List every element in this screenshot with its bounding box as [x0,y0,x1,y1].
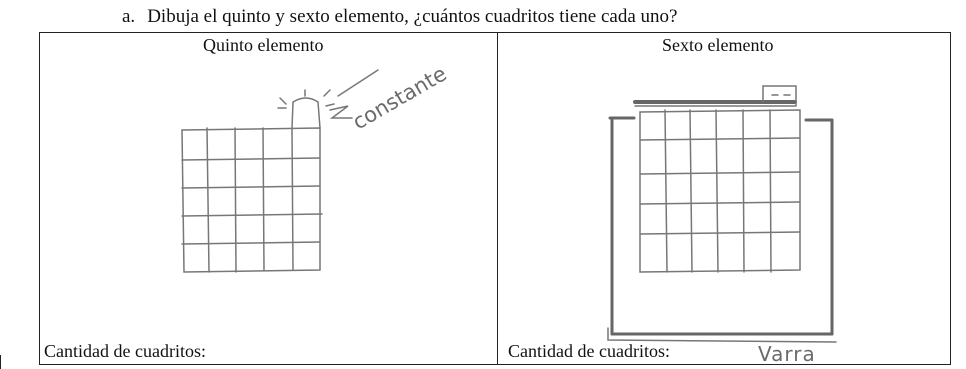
cell-title-sexto: Sexto elemento [662,35,774,55]
annotation-varra: Varra [758,342,816,366]
table-divider [497,33,498,364]
question-letter: a. [122,6,136,27]
annotation-constante: constante [349,61,451,134]
question-text: Dibuja el quinto y sexto elemento, ¿cuán… [147,6,678,27]
cell-footer-sexto: Cantidad de cuadritos: [508,341,670,361]
drawing-sexto-grid: Varra [607,85,837,366]
cell-title-quinto: Quinto elemento [203,35,324,55]
page-margin-mark [0,355,10,369]
cell-footer-quinto: Cantidad de cuadritos: [44,341,206,361]
question-line: a. Dibuja el quinto y sexto elemento, ¿cu… [122,6,677,28]
drawing-quinto-grid: constante [181,61,451,273]
answer-table: Quinto elemento Cantidad de cuadritos: S… [39,32,951,366]
